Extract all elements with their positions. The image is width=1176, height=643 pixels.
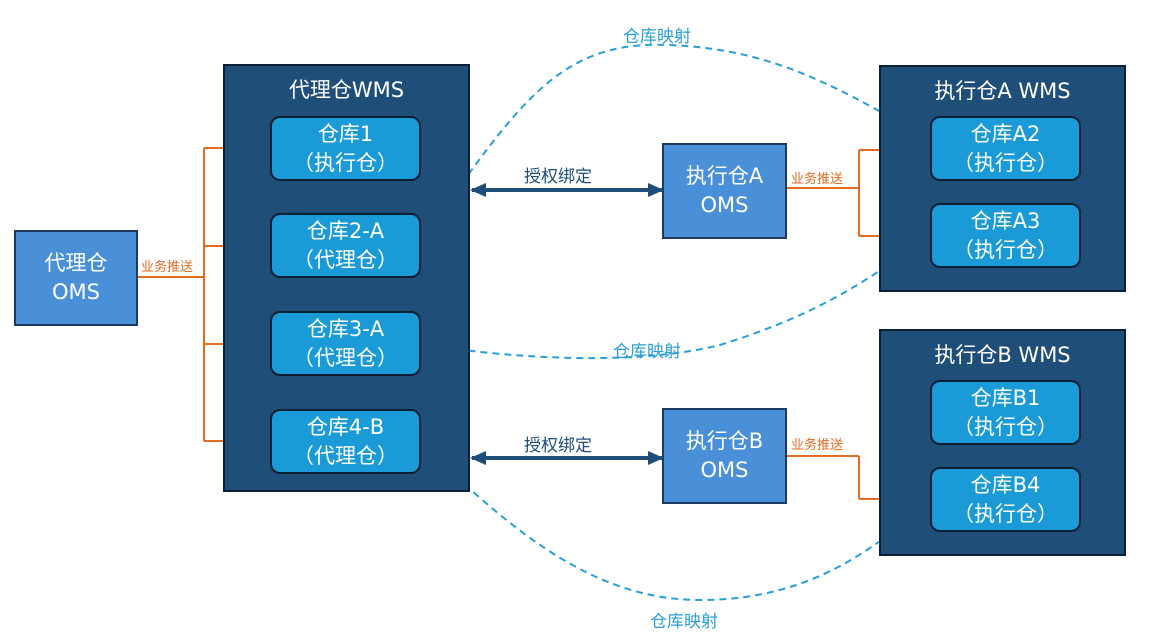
warehouse-name: 仓库3-A (306, 317, 385, 341)
mapping-line-2a-a2 (419, 43, 933, 244)
warehouse-role: （代理仓） (293, 346, 398, 370)
warehouse-b4: 仓库B4 （执行仓） (930, 467, 1081, 532)
warehouse-name: 仓库2-A (306, 219, 385, 243)
agent-wms-title: 代理仓WMS (288, 78, 405, 102)
warehouse-role: （执行仓） (953, 151, 1058, 175)
warehouse-name: 仓库B1 (970, 386, 1041, 410)
warehouse-name: 仓库B4 (970, 473, 1041, 497)
warehouse-role: （代理仓） (293, 248, 398, 272)
mapping-line-3a-a3 (420, 231, 933, 360)
warehouse-role: （执行仓） (953, 502, 1058, 526)
mapping-line-4b-b4 (420, 442, 933, 602)
auth-bind-label-a: 授权绑定 (524, 167, 592, 187)
warehouse-role: （执行仓） (953, 415, 1058, 439)
warehouse-4b: 仓库4-B （代理仓） (270, 409, 421, 474)
exec-b-oms-line2: OMS (700, 458, 749, 482)
business-push-label-exec-a: 业务推送 (791, 172, 844, 187)
warehouse-3a: 仓库3-A （代理仓） (270, 311, 421, 376)
exec-a-wms-title: 执行仓A WMS (934, 79, 1071, 103)
agent-oms-line2: OMS (52, 280, 100, 304)
agent-oms-line1: 代理仓 (44, 251, 108, 275)
warehouse-role: （代理仓） (293, 444, 398, 468)
business-push-label-agent: 业务推送 (141, 260, 194, 275)
warehouse-2a: 仓库2-A （代理仓） (270, 213, 421, 278)
exec-a-oms-box: 执行仓A OMS (662, 143, 787, 239)
mapping-label-middle: 仓库映射 (613, 342, 681, 362)
warehouse-name: 仓库A2 (970, 122, 1041, 146)
warehouse-name: 仓库4-B (306, 415, 385, 439)
warehouse-a3: 仓库A3 （执行仓） (930, 203, 1081, 268)
warehouse-role: （执行仓） (953, 238, 1058, 262)
warehouse-1: 仓库1 （执行仓） (270, 116, 421, 181)
warehouse-a2: 仓库A2 （执行仓） (930, 116, 1081, 181)
warehouse-name: 仓库1 (317, 122, 374, 146)
auth-bind-label-b: 授权绑定 (524, 436, 592, 456)
exec-b-oms-box: 执行仓B OMS (662, 408, 787, 504)
warehouse-b1: 仓库B1 （执行仓） (930, 380, 1081, 445)
mapping-label-top: 仓库映射 (623, 27, 691, 47)
agent-oms-box: 代理仓 OMS (14, 230, 138, 326)
exec-b-oms-line1: 执行仓B (685, 429, 764, 453)
warehouse-role: （执行仓） (293, 151, 398, 175)
warehouse-name: 仓库A3 (970, 209, 1041, 233)
mapping-label-bottom: 仓库映射 (650, 612, 718, 632)
exec-a-oms-line1: 执行仓A (685, 164, 764, 188)
business-push-label-exec-b: 业务推送 (791, 438, 844, 453)
exec-a-oms-line2: OMS (700, 193, 749, 217)
exec-b-wms-title: 执行仓B WMS (934, 343, 1071, 367)
